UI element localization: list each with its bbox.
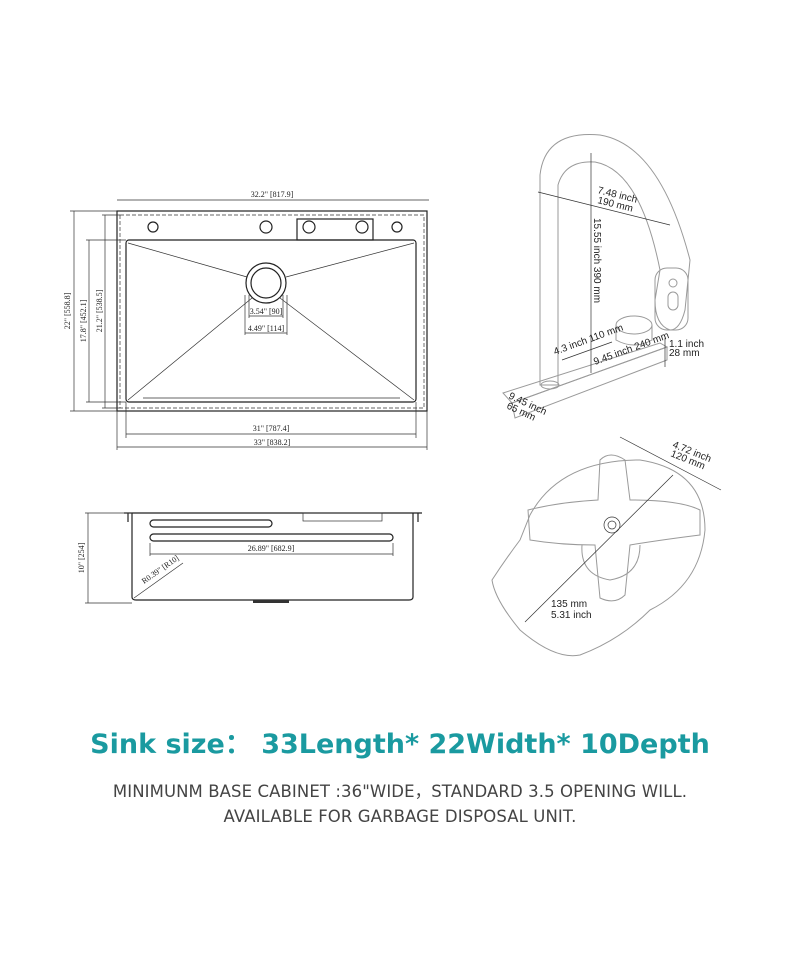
glass-rinser-diagram: 4.72 inch 120 mm 135 mm 5.31 inch [491, 436, 722, 657]
dim-base-height-mm: 28 mm [669, 348, 700, 359]
dim-overall-width-top: 32.2" [817.9] [251, 190, 294, 199]
dim-basin-depth: 17.8" [452.1] [79, 299, 88, 342]
garbage-disposal-text: AVAILABLE FOR GARBAGE DISPOSAL UNIT. [223, 807, 577, 826]
dim-rinser-length-mm: 135 mm [551, 599, 587, 610]
dim-faucet-height: 15.55 inch 390 mm [591, 218, 602, 303]
dim-depth: 10" [254] [77, 542, 86, 573]
sink-top-view: 32.2" [817.9] 22" [558.8] 17.8" [452.1] … [63, 190, 429, 450]
dim-drain-outer: 4.49" [114] [248, 324, 285, 333]
dim-overall-length: 33" [838.2] [254, 438, 291, 447]
dim-base-height-inch: 1.1 inch [669, 339, 704, 350]
dim-inner-depth: 21.2" [538.5] [95, 289, 104, 332]
sink-side-view: 26.89" [682.9] 10" [254] R0.39" [R10] [77, 512, 422, 604]
dim-drain-inner: 3.54" [90] [250, 307, 283, 316]
faucet-diagram: 7.48 inch 190 mm 15.55 inch 390 mm 4.3 i… [502, 134, 704, 424]
dim-basin-width: 31" [787.4] [253, 424, 290, 433]
drain-icon [245, 262, 287, 304]
faucet-hole-icon [147, 220, 403, 234]
dim-rinser-length-inch: 5.31 inch [551, 610, 592, 621]
cabinet-requirement-text: MINIMUNM BASE CABINET :36"WIDE，STANDARD … [112, 782, 688, 801]
dim-overall-depth: 22" [558.8] [63, 292, 72, 329]
dim-corner-radius: R0.39" [R10] [140, 553, 181, 585]
sink-size-title: Sink size： 33Length* 22Width* 10Depth [90, 729, 710, 760]
dim-slot-length: 26.89" [682.9] [248, 544, 295, 553]
